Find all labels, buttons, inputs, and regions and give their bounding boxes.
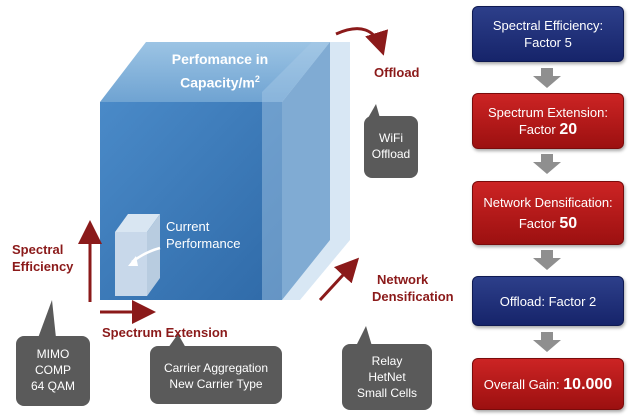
carrier-callout	[150, 334, 282, 404]
flow-text: Network Densification:	[483, 195, 613, 210]
current-line1: Current	[166, 219, 210, 234]
network-densification-arrow	[318, 257, 360, 302]
current-performance-cube	[115, 214, 160, 296]
flow-text: Factor 20	[519, 121, 577, 138]
relay-line: Relay	[371, 354, 403, 368]
cube-title-sup: 2	[254, 74, 260, 84]
flow-box-offload: Offload: Factor 2	[472, 276, 624, 326]
small-cells-line: Small Cells	[356, 386, 417, 400]
cube-title: Perfomance in Capacity/m2	[150, 49, 290, 93]
flow-box-network-densification: Network Densification: Factor 50	[472, 181, 624, 245]
comp-line: COMP	[35, 363, 71, 377]
cube-title-unit: Capacity/m	[180, 74, 255, 91]
flow-down-arrow	[533, 332, 561, 352]
wifi-callout-text: WiFi Offload	[364, 130, 418, 162]
hetnet-line: HetNet	[368, 370, 406, 384]
flow-text: Factor 5	[524, 35, 572, 50]
flow-down-arrow	[533, 154, 561, 174]
network-line1: Network	[377, 272, 429, 287]
flow-factor: Factor	[518, 122, 560, 137]
wifi-callout	[364, 104, 418, 178]
current-performance-label: Current Performance	[166, 218, 240, 252]
new-carrier-line: New Carrier Type	[169, 377, 263, 391]
relay-callout-text: Relay HetNet Small Cells	[342, 353, 432, 401]
cube-title-line1: Perfomance in	[171, 51, 269, 67]
flow-text: Offload: Factor 2	[499, 293, 597, 309]
offload-label: Offload	[374, 65, 420, 80]
flow-box-overall-gain: Overall Gain: 10.000	[472, 358, 624, 410]
cube-side-face	[282, 42, 330, 300]
flow-text: Spectrum Extension:	[488, 105, 608, 120]
offload-arrow	[335, 27, 389, 56]
mimo-line: MIMO	[36, 347, 70, 361]
flow-down-arrow	[533, 250, 561, 270]
spectral-line2: Efficiency	[12, 259, 74, 274]
flow-text: Spectral Efficiency:	[492, 18, 604, 33]
flow-box-spectral-efficiency: Spectral Efficiency: Factor 5	[472, 6, 624, 62]
current-line2: Performance	[166, 236, 241, 251]
carrier-callout-text: Carrier Aggregation New Carrier Type	[150, 360, 282, 392]
offload-line: Offload	[371, 147, 411, 161]
flow-value: 10.000	[563, 375, 613, 393]
mimo-callout	[16, 300, 90, 406]
spectral-line1: Spectral	[12, 242, 64, 257]
spectral-efficiency-label: Spectral Efficiency	[12, 241, 73, 275]
flow-value: 20	[559, 121, 578, 138]
flow-factor: Factor	[518, 216, 560, 231]
flow-text: Overall Gain: 10.000	[484, 376, 612, 393]
network-line2: Densification	[372, 289, 454, 304]
flow-label: Overall Gain:	[483, 376, 564, 392]
flow-box-spectrum-extension: Spectrum Extension: Factor 20	[472, 93, 624, 149]
wifi-line: WiFi	[379, 131, 403, 145]
relay-callout	[342, 326, 432, 410]
flow-value: 50	[559, 215, 578, 232]
carrier-aggregation-line: Carrier Aggregation	[163, 361, 269, 375]
spectrum-extension-label: Spectrum Extension	[102, 325, 228, 340]
qam-line: 64 QAM	[30, 379, 75, 393]
cube-extension-ghost	[262, 42, 350, 300]
cube-top-face	[100, 42, 330, 102]
network-densification-label: Network Densification	[372, 271, 454, 305]
flow-text: Factor 50	[519, 215, 577, 232]
mimo-callout-text: MIMO COMP 64 QAM	[16, 346, 90, 394]
cube-title-line2: Capacity/m2	[150, 69, 290, 93]
flow-down-arrow	[533, 68, 561, 88]
